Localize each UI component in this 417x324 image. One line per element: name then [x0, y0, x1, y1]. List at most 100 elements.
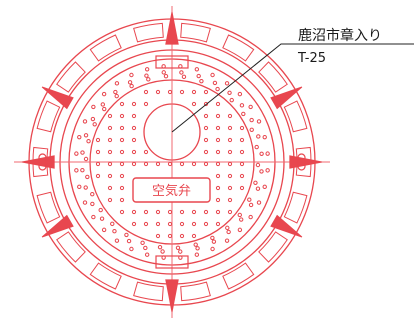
lattice-dot	[143, 101, 149, 107]
frame-spike	[41, 214, 74, 238]
lattice-dot	[143, 221, 149, 227]
lattice-dot	[119, 209, 125, 215]
left-handle	[38, 153, 47, 171]
bottom-hinge	[155, 255, 189, 269]
frame-slot	[32, 146, 49, 178]
lattice-dot	[155, 89, 161, 95]
anti-slip-dot	[262, 134, 267, 140]
anti-slip-dot	[161, 255, 166, 260]
lattice-dot	[119, 173, 125, 179]
lattice-dot	[107, 197, 113, 203]
lattice-dot	[215, 137, 221, 143]
anti-slip-dot	[241, 111, 246, 117]
frame-slot	[36, 100, 61, 133]
lattice-dot	[131, 137, 137, 143]
anti-slip-dot	[98, 207, 103, 213]
frame-slot	[222, 262, 255, 290]
anti-slip-dot	[92, 122, 97, 127]
lattice-dot	[191, 161, 197, 167]
anti-slip-dot	[225, 225, 230, 231]
lattice-dot	[203, 125, 209, 131]
lattice-dot	[143, 209, 149, 215]
center-lines	[14, 6, 330, 318]
anti-slip-dot	[101, 91, 107, 97]
lattice-dot	[119, 185, 125, 191]
lattice-dot	[191, 221, 197, 227]
anti-slip-dot	[227, 90, 232, 96]
frame-slot	[133, 281, 164, 302]
anti-slip-dot	[256, 119, 262, 124]
anti-slip-dot	[265, 168, 270, 173]
lattice-dot	[131, 161, 137, 167]
anti-slip-dot	[161, 64, 166, 69]
anti-slip-dot	[237, 212, 242, 218]
lattice-dot	[203, 209, 209, 215]
frame-slot	[283, 191, 308, 224]
lattice-dot	[119, 149, 125, 155]
frame-spike	[270, 214, 303, 238]
lattice-dot	[203, 161, 209, 167]
anti-slip-dot	[178, 249, 183, 254]
lattice-dot	[215, 173, 221, 179]
lattice-dot	[95, 173, 101, 179]
lattice-dot	[191, 89, 197, 95]
lattice-dot	[131, 221, 137, 227]
lattice-dot	[191, 101, 197, 107]
lattice-dot	[167, 209, 173, 215]
anti-slip-dot	[113, 89, 118, 95]
anti-slip-dots	[74, 64, 270, 260]
anti-slip-dot	[238, 217, 244, 222]
anti-slip-dot	[90, 201, 95, 207]
anti-slip-dot	[146, 77, 151, 82]
anti-slip-dot	[91, 214, 96, 220]
frame-spikes	[21, 11, 323, 313]
lattice-dot	[239, 173, 245, 179]
lattice-dot	[119, 197, 125, 203]
lattice-dot	[179, 233, 185, 239]
lattice-pattern	[95, 89, 245, 239]
lattice-dot	[215, 221, 221, 227]
lattice-dot	[227, 113, 233, 119]
lattice-dot	[179, 209, 185, 215]
anti-slip-dot	[112, 228, 117, 234]
frame-slot	[89, 262, 122, 290]
anti-slip-dot	[193, 242, 198, 247]
anti-slip-dot	[181, 74, 187, 80]
anti-slip-dot	[74, 168, 79, 173]
anti-slip-dot	[161, 70, 166, 75]
anti-slip-dot	[157, 244, 163, 250]
lattice-dot	[227, 209, 233, 215]
anti-slip-dot	[194, 252, 200, 257]
lattice-dot	[215, 101, 221, 107]
lattice-dot	[143, 161, 149, 167]
frame-slots	[32, 22, 312, 302]
frame-slot	[56, 231, 86, 263]
anti-slip-dot	[129, 72, 134, 78]
anti-slip-dot	[248, 214, 253, 220]
frame-slot	[133, 22, 164, 43]
anti-slip-dot	[212, 80, 218, 86]
lattice-dot	[119, 137, 125, 143]
frame-slot	[258, 61, 288, 93]
anti-slip-dot	[102, 106, 107, 112]
anti-slip-dot	[160, 249, 165, 254]
anti-slip-dot	[114, 93, 119, 99]
anti-slip-dot	[144, 252, 150, 257]
lattice-dot	[215, 197, 221, 203]
top-hinge	[155, 55, 189, 69]
anti-slip-dot	[144, 67, 150, 72]
anti-slip-dot	[114, 238, 120, 243]
anti-slip-dot	[265, 151, 270, 156]
frame-spike	[165, 11, 179, 45]
anti-slip-dot	[215, 86, 220, 92]
hinge-boxes	[155, 55, 189, 269]
anti-slip-dot	[178, 64, 183, 69]
frame-slot	[222, 34, 255, 62]
lattice-dot	[143, 89, 149, 95]
anti-slip-dot	[83, 133, 89, 138]
anti-slip-dot	[210, 246, 215, 252]
lattice-dot	[167, 221, 173, 227]
lattice-dot	[179, 89, 185, 95]
lattice-dot	[239, 161, 245, 167]
anti-slip-dot	[255, 162, 261, 168]
